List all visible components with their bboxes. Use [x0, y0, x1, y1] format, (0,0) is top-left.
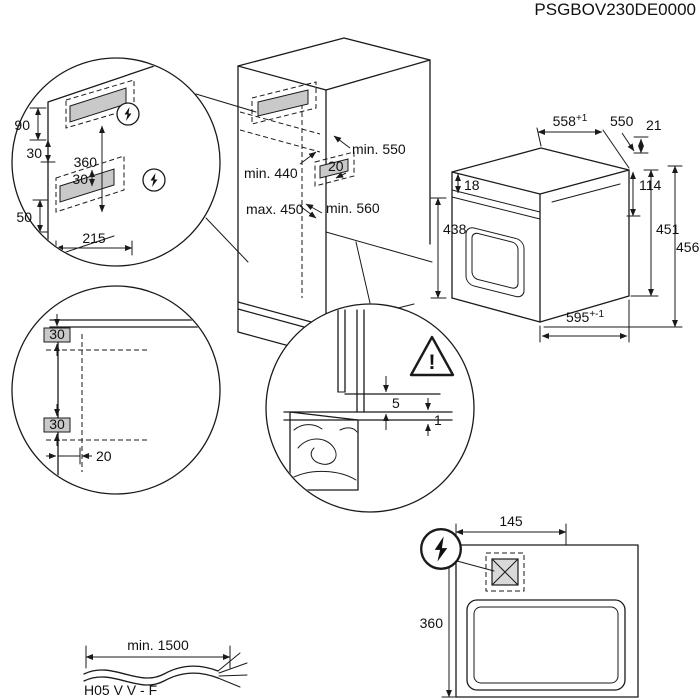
dim-front-edge-label: 20 — [96, 448, 112, 464]
dim-width-top-label: 558+1 — [553, 113, 588, 129]
detail-circle-outline — [11, 57, 221, 267]
dim-50-label: 50 — [16, 209, 32, 225]
side-panel-lines — [43, 314, 219, 483]
warning-exclamation: ! — [429, 351, 436, 374]
doc-id: PSGBOV230DE0000 — [534, 0, 696, 19]
dim-depth-max-label: max. 450 — [246, 201, 304, 217]
dim-offset-upper-label: 30 — [49, 326, 65, 342]
socket-leader-line — [456, 560, 495, 572]
bottom-gap-lines — [283, 309, 453, 491]
cable-dim-lines — [85, 645, 231, 669]
appliance-inner-outline — [473, 606, 619, 684]
oven-dim-lines — [430, 127, 683, 343]
niche-cabinet-drawing: min. 440 max. 450 min. 550 20 min. 560 — [195, 37, 433, 357]
dim-360-label: 360 — [74, 154, 98, 170]
mains-top-view: 145 360 — [420, 513, 639, 698]
side-panel-detail: 30 30 20 — [11, 285, 221, 495]
lightning-icon — [116, 102, 140, 126]
dim-30-upper-label: 30 — [26, 145, 42, 161]
dim-depth-min-label: min. 440 — [244, 165, 298, 181]
dim-90-label: 90 — [14, 117, 30, 133]
socket-zone-outline-upper — [251, 81, 317, 125]
cable-lines — [83, 652, 248, 688]
dim-offset-lower-label: 30 — [49, 416, 65, 432]
socket-position-detail: 90 30 360 30 50 215 — [11, 57, 221, 267]
socket-zone-lower — [319, 158, 349, 179]
oven-door-window — [465, 227, 525, 298]
dim-depth-label: 550 — [610, 113, 634, 129]
detail-circle-outline — [265, 303, 475, 513]
dim-front-trim-label: 18 — [464, 177, 480, 193]
socket-zone-upper — [257, 89, 309, 117]
socket-box-cross — [491, 558, 519, 586]
dim-socket-offset-label: 145 — [499, 513, 523, 529]
doc-id-label: PSGBOV230DE0000 — [534, 0, 696, 19]
oven-drawing: 558+1 550 21 18 114 438 451 456 595+-1 — [430, 113, 700, 343]
lightning-icon — [142, 168, 166, 192]
dim-height-451-label: 451 — [656, 221, 680, 237]
worktop-outline — [455, 544, 639, 698]
dim-height-456-label: 456 — [676, 239, 700, 255]
lightning-icon — [420, 528, 462, 570]
socket-detail-lines — [29, 59, 173, 259]
dim-top-trim-label: 21 — [646, 117, 662, 133]
detail-circle-outline — [11, 285, 221, 495]
cable-type-label: H05 V V - F — [84, 682, 157, 698]
bottom-gap-detail: ! 5 1 — [265, 303, 475, 513]
dim-bottom-clearance-label: min. 560 — [326, 200, 380, 216]
niche-dim-arrows — [299, 135, 351, 219]
appliance-outline — [466, 599, 626, 691]
mains-cable-drawing: min. 1500 H05 V V - F — [83, 637, 248, 698]
dim-side-front-label: 114 — [639, 177, 662, 193]
dim-width-front-label: 595+-1 — [566, 309, 605, 325]
socket-zone-outline — [485, 552, 525, 592]
warning-triangle-icon — [409, 335, 455, 377]
dim-215-label: 215 — [82, 230, 106, 246]
dim-depth-360-label: 360 — [420, 615, 444, 631]
dim-rear-gap-label: 20 — [328, 158, 344, 174]
dim-lip-label: 1 — [434, 412, 442, 428]
dim-top-clearance-label: min. 550 — [352, 141, 406, 157]
dim-gap-label: 5 — [392, 395, 400, 411]
oven-body-lines — [451, 147, 630, 323]
socket-zone-outline-lower — [314, 151, 355, 187]
detail-callout-leaders — [195, 93, 371, 304]
dim-30-lower-label: 30 — [72, 171, 88, 187]
cabinet-outline-lines — [237, 37, 433, 357]
cable-length-label: min. 1500 — [127, 637, 189, 653]
dim-height-body-label: 438 — [443, 221, 467, 237]
